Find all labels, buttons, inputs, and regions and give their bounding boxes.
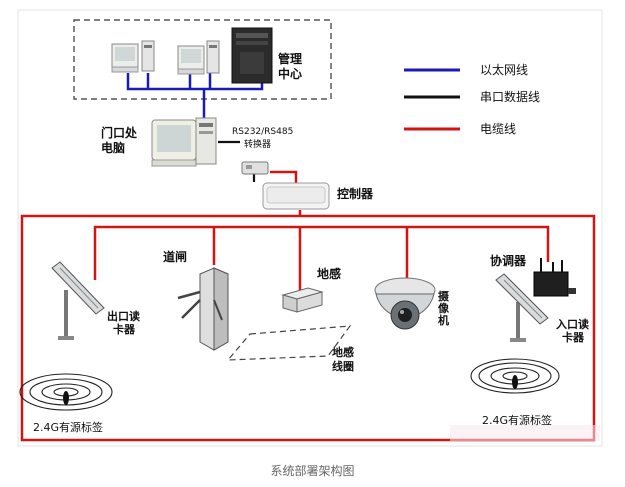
ethernet-lines <box>126 73 264 122</box>
gate-pc-label-line1: 门口处 <box>101 125 138 140</box>
ground-coil-label-line1: 地感 <box>332 345 354 359</box>
gate-pc <box>151 117 217 167</box>
converter-label-line2: 转换器 <box>244 138 271 150</box>
active-tag-right <box>470 358 560 394</box>
converter-device <box>241 161 269 175</box>
tag-right-label: 2.4G有源标签 <box>482 413 552 427</box>
cable-lines <box>20 170 596 442</box>
entry-reader-label-line2: 卡器 <box>562 330 585 344</box>
gate-pc-label-line2: 电脑 <box>101 140 125 155</box>
legend-ethernet-label: 以太网线 <box>480 62 528 77</box>
controller-label: 控制器 <box>337 186 374 201</box>
entry-card-reader <box>495 273 549 342</box>
barrier-turnstile <box>177 267 229 351</box>
client-pc-2 <box>177 40 220 75</box>
converter-label-line1: RS232/RS485 <box>232 127 293 137</box>
ground-coil-label-line2: 线圈 <box>332 359 354 373</box>
exit-card-reader <box>51 261 105 340</box>
coordinator-device <box>533 258 576 297</box>
ground-sensor-label: 地感 <box>317 266 341 281</box>
controller-device <box>262 182 330 210</box>
legend: 以太网线 串口数据线 电缆线 <box>404 62 540 136</box>
exit-reader-label-line1: 出口读 <box>107 309 140 323</box>
entry-reader-label-line1: 入口读 <box>556 317 589 331</box>
management-center-label-line2: 中心 <box>278 66 302 81</box>
legend-cable-label: 电缆线 <box>480 122 516 136</box>
camera-label-line1: 摄 <box>438 289 450 303</box>
exit-reader-label-line2: 卡器 <box>113 322 136 336</box>
management-zone <box>73 19 332 100</box>
ground-sensor-box <box>281 287 324 313</box>
management-center-label-line1: 管理 <box>278 51 302 66</box>
watermark-smudge <box>450 425 600 441</box>
active-tag-left <box>19 373 113 411</box>
server-tower <box>231 27 273 84</box>
camera-label-line2: 像 <box>438 301 450 315</box>
coordinator-label: 协调器 <box>490 253 527 268</box>
figure-caption: 系统部署架构图 <box>270 464 355 478</box>
barrier-label: 道闸 <box>163 249 187 264</box>
dome-camera <box>374 277 436 330</box>
camera-label-line3: 机 <box>438 313 449 327</box>
diagram-frame <box>17 9 603 447</box>
client-pc-1 <box>111 40 155 73</box>
legend-serial-label: 串口数据线 <box>480 89 540 104</box>
tag-left-label: 2.4G有源标签 <box>33 420 103 434</box>
